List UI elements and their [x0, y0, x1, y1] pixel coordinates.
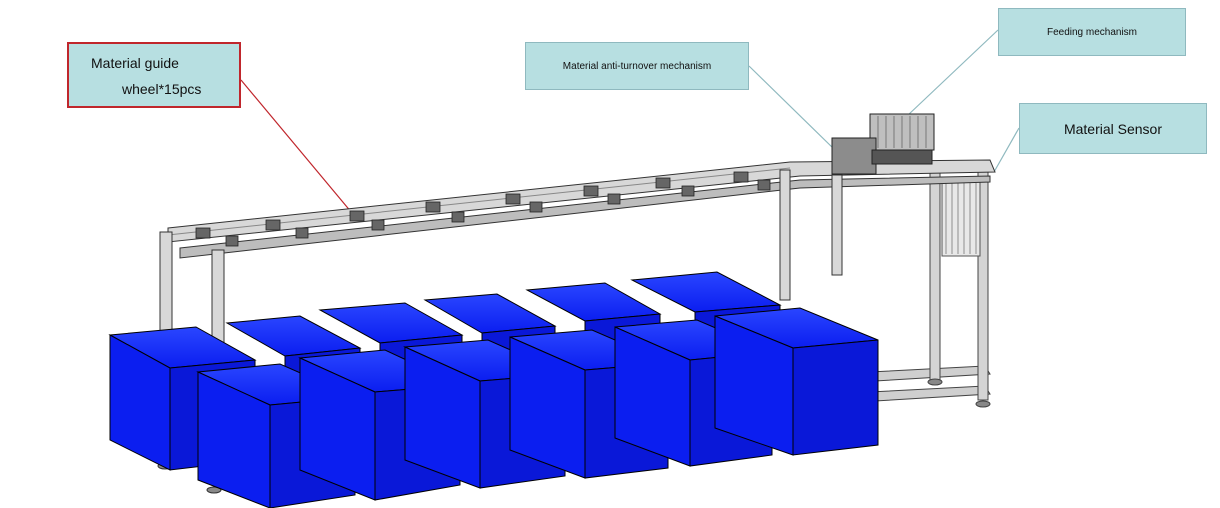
leader-sensor — [993, 127, 1020, 173]
lower-frame — [869, 169, 991, 408]
callout-feeding-mechanism: Feeding mechanism — [998, 8, 1186, 56]
callout-guide-line2: wheel*15pcs — [122, 81, 202, 97]
callout-material-guide-wheel: Material guide wheel*15pcs — [67, 42, 241, 108]
feeding-mechanism-unit — [831, 113, 935, 175]
callout-anti-turnover-text: Material anti-turnover mechanism — [562, 60, 712, 72]
callout-sensor-text: Material Sensor — [1063, 120, 1163, 137]
leader-lines — [240, 29, 1020, 214]
callout-feeding-text: Feeding mechanism — [1046, 26, 1138, 38]
bins-front-row — [196, 307, 879, 508]
guide-wheels — [195, 171, 771, 247]
leader-anti-turnover — [748, 65, 836, 151]
top-rail — [167, 159, 996, 259]
callout-material-sensor: Material Sensor — [1019, 103, 1207, 154]
leader-guide-wheel — [240, 79, 353, 214]
callout-anti-turnover: Material anti-turnover mechanism — [525, 42, 749, 90]
callout-guide-line1: Material guide — [91, 55, 179, 71]
leader-feeding — [906, 29, 999, 117]
sensor-panel — [941, 177, 981, 257]
bin — [714, 307, 879, 456]
